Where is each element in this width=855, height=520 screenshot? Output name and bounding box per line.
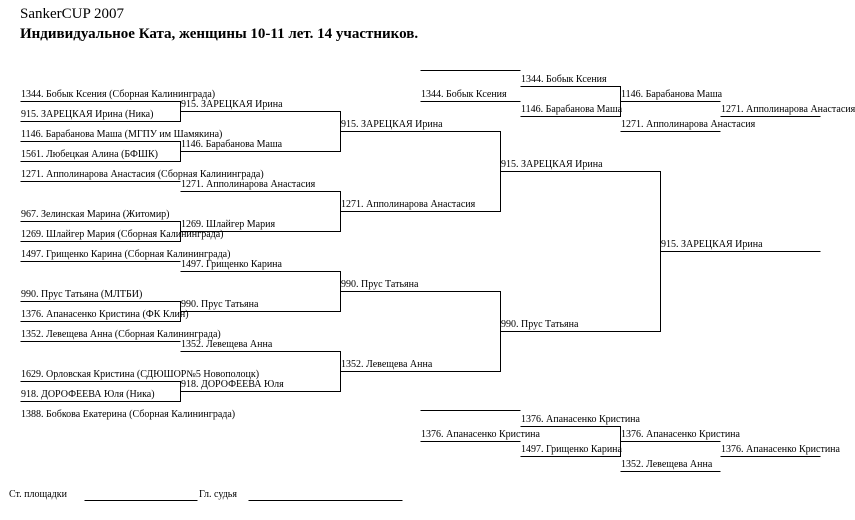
participant-r3: 990. Прус Татьяна — [341, 279, 419, 290]
rep-top-r2-top: 1146. Барабанова Маша — [621, 89, 723, 100]
participant-r1: 1271. Апполинарова Анастасия (Сборная Ка… — [21, 169, 264, 180]
rep-bottom-r2-top: 1376. Апанасенко Кристина — [621, 429, 740, 440]
participant-r1: 1376. Апанасенко Кристина (ФК Клин) — [21, 309, 189, 320]
rep-top-start: 1344. Бобык Ксения — [421, 89, 507, 100]
rep-bottom-start: 1376. Апанасенко Кристина — [421, 429, 540, 440]
participant-r1: 1497. Грищенко Карина (Сборная Калинингр… — [21, 249, 231, 260]
rep-bottom-r1-top: 1376. Апанасенко Кристина — [521, 414, 640, 425]
event-title: SankerCUP 2007 — [20, 6, 125, 22]
participant-r1: 990. Прус Татьяна (МЛТБИ) — [21, 289, 143, 300]
participant-r2: 1271. Апполинарова Анастасия — [181, 179, 316, 190]
chief-judge-label: Гл. судья — [199, 489, 237, 500]
rep-bottom-r2-bottom: 1352. Левещева Анна — [621, 459, 713, 470]
participant-r1: 1561. Любецкая Алина (БФШК) — [21, 149, 159, 160]
participant-r2: 1352. Левещева Анна — [181, 339, 273, 350]
participant-r2: 1146. Барабанова Маша — [181, 139, 283, 150]
participant-r1: 915. ЗАРЕЦКАЯ Ирина (Ника) — [21, 109, 154, 120]
participant-r1: 918. ДОРОФЕЕВА Юля (Ника) — [21, 389, 155, 400]
rep-top-r1-bottom: 1146. Барабанова Маша — [521, 104, 623, 115]
rep-top-lines — [420, 70, 821, 132]
participant-r1: 1629. Орловская Кристина (СДЮШОР№5 Новоп… — [21, 369, 260, 380]
participant-r3: 915. ЗАРЕЦКАЯ Ирина — [341, 119, 443, 130]
final-winner: 915. ЗАРЕЦКАЯ Ирина — [661, 239, 763, 250]
rep-bottom-final: 1376. Апанасенко Кристина — [721, 444, 840, 455]
participant-r3: 1271. Апполинарова Анастасия — [341, 199, 476, 210]
participant-r1: 1388. Бобкова Екатерина (Сборная Калинин… — [21, 409, 236, 420]
judge-site-label: Ст. площадки — [9, 489, 67, 500]
r4-lines — [500, 171, 661, 332]
participant-r3: 1352. Левещева Анна — [341, 359, 433, 370]
participant-r4: 990. Прус Татьяна — [501, 319, 579, 330]
rep-top-final: 1271. Апполинарова Анастасия — [721, 104, 855, 115]
participant-r2: 990. Прус Татьяна — [181, 299, 259, 310]
r3-lines — [340, 131, 501, 372]
rep-bottom-r1-bottom: 1497. Грищенко Карина — [521, 444, 622, 455]
rep-bottom-lines — [420, 410, 821, 472]
participant-r2: 1497. Грищенко Карина — [181, 259, 282, 270]
participant-r1: 1146. Барабанова Маша (МГПУ им Шамякина) — [21, 129, 223, 140]
participant-r2: 918. ДОРОФЕЕВА Юля — [181, 379, 284, 390]
participant-r2: 1269. Шлайгер Мария — [181, 219, 276, 230]
participant-r1: 967. Зелинская Марина (Житомир) — [21, 209, 170, 220]
participant-r1: 1269. Шлайгер Мария (Сборная Калининград… — [21, 229, 224, 240]
participant-r4: 915. ЗАРЕЦКАЯ Ирина — [501, 159, 603, 170]
category-title: Индивидуальное Ката, женщины 10-11 лет. … — [20, 26, 419, 42]
rep-top-r1-top: 1344. Бобык Ксения — [521, 74, 607, 85]
participant-r1: 1352. Левещева Анна (Сборная Калининград… — [21, 329, 221, 340]
participant-r1: 1344. Бобык Ксения (Сборная Калининграда… — [21, 89, 216, 100]
rep-top-r2-bottom: 1271. Апполинарова Анастасия — [621, 119, 756, 130]
participant-r2: 915. ЗАРЕЦКАЯ Ирина — [181, 99, 283, 110]
